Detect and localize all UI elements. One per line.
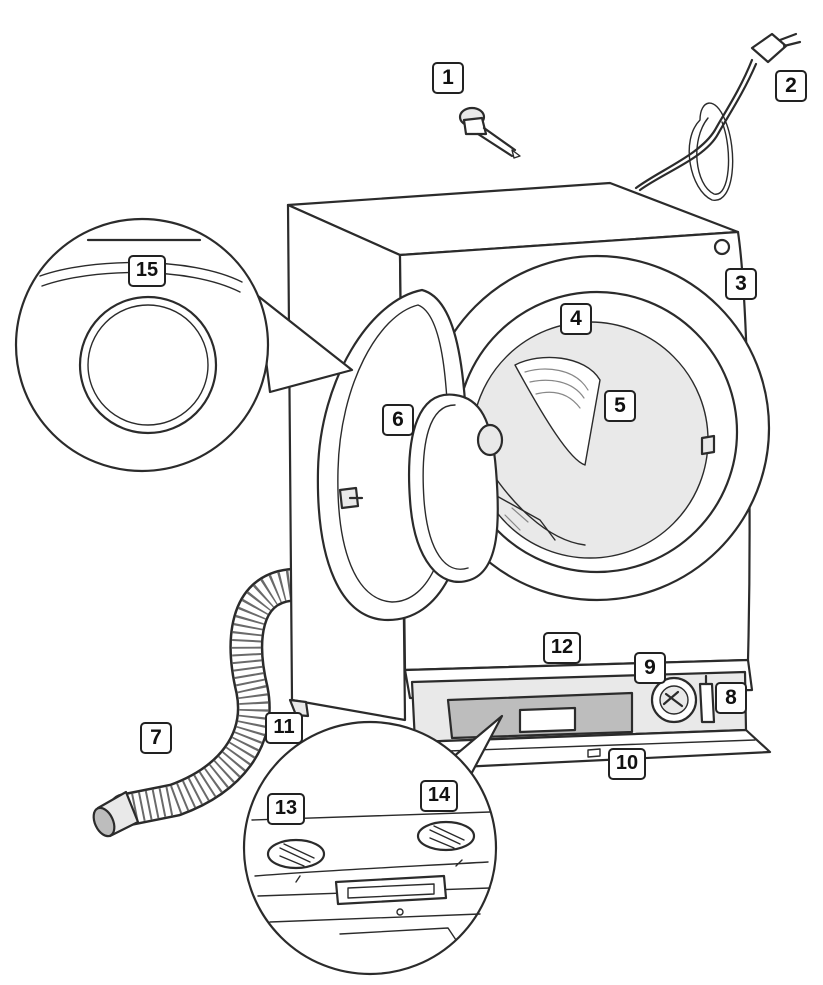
drain-hose — [92, 568, 307, 838]
callout-3: 3 — [725, 268, 757, 300]
callout-7: 7 — [140, 722, 172, 754]
drum-opening — [423, 254, 771, 602]
door-seal-zoom — [14, 217, 354, 473]
callout-10: 10 — [608, 748, 646, 780]
callout-5: 5 — [604, 390, 636, 422]
callout-11: 11 — [265, 712, 303, 744]
callout-12: 12 — [543, 632, 581, 664]
callout-1: 1 — [432, 62, 464, 94]
door — [316, 288, 504, 622]
drain-caps-zoom — [242, 714, 504, 976]
callout-9: 9 — [634, 652, 666, 684]
callout-13: 13 — [267, 793, 305, 825]
callout-2: 2 — [775, 70, 807, 102]
callout-4: 4 — [560, 303, 592, 335]
callout-6: 6 — [382, 404, 414, 436]
power-cord — [634, 32, 802, 201]
callout-14: 14 — [420, 780, 458, 812]
transport-bolt — [458, 106, 521, 159]
callout-15: 15 — [128, 255, 166, 287]
callout-8: 8 — [715, 682, 747, 714]
